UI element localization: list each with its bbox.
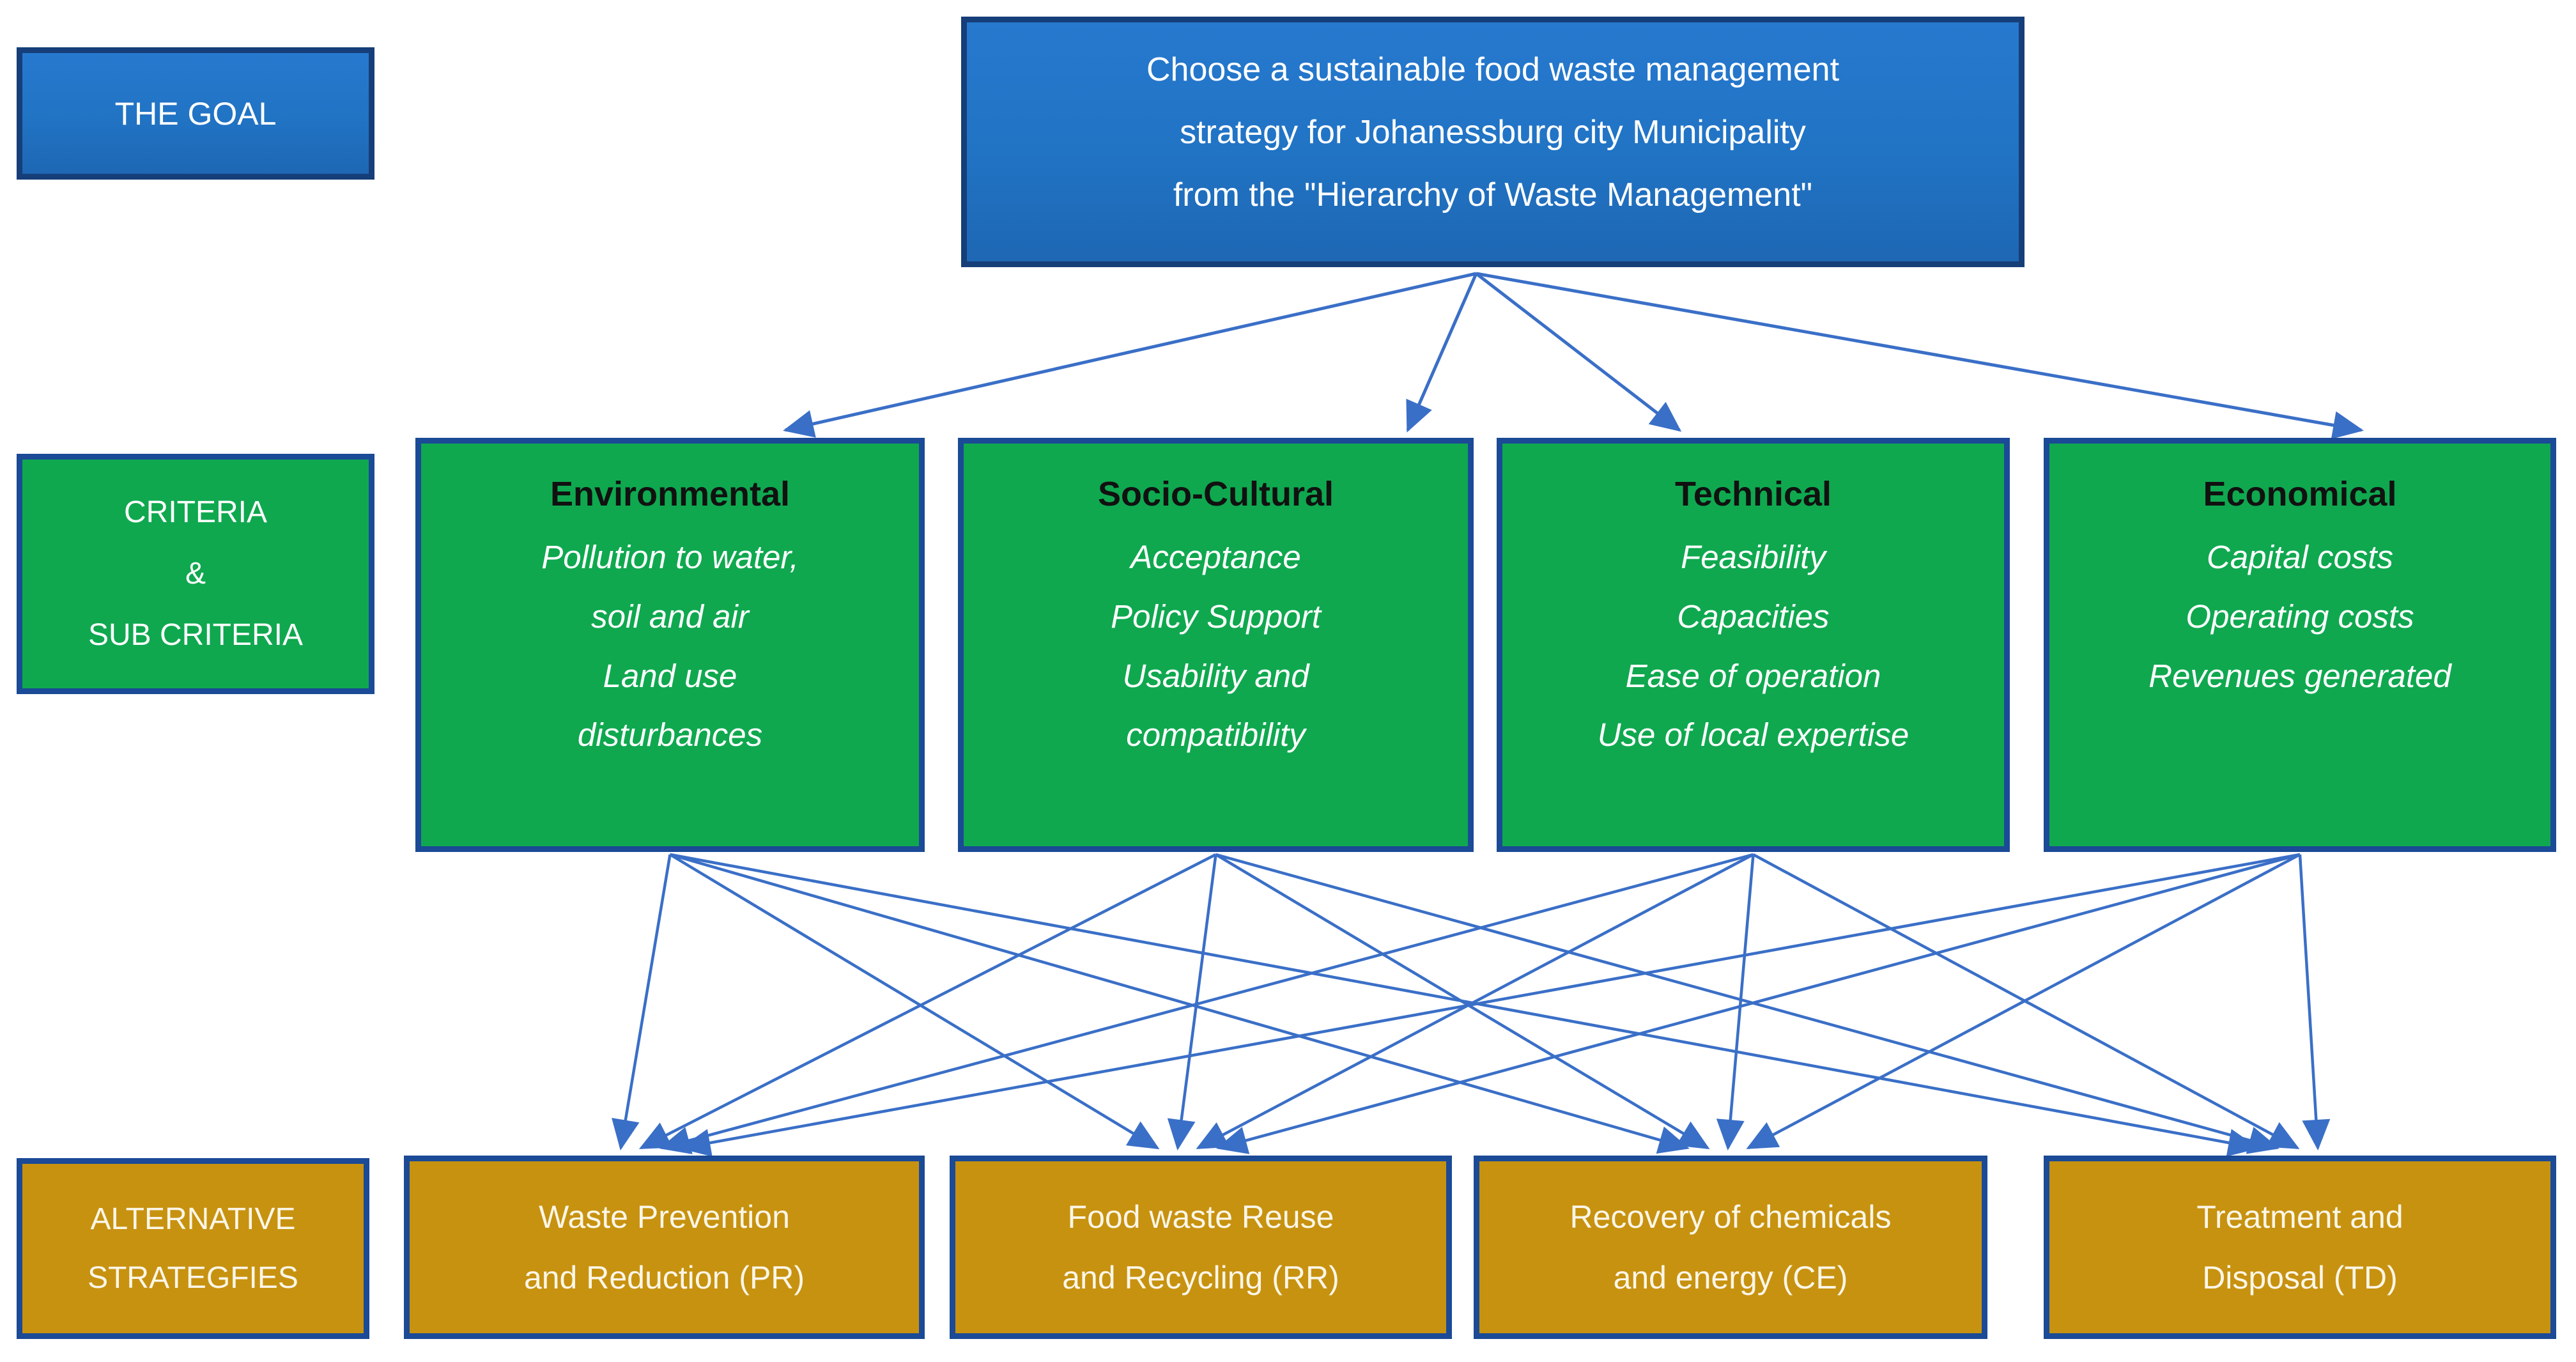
sub-criteria-environmental: Pollution to water, soil and air Land us… xyxy=(541,539,799,754)
alternative-box-reuse-recycling: Food waste Reuse and Recycling (RR) xyxy=(950,1156,1452,1339)
edge-goal-tech xyxy=(1475,272,1682,432)
edge-socio-ce xyxy=(1215,853,1710,1150)
alternative-box-treatment-disposal: Treatment and Disposal (TD) xyxy=(2044,1156,2556,1339)
sub-criteria-socio-cultural: Acceptance Policy Support Usability and … xyxy=(1111,539,1321,754)
alternatives-level-label-text: ALTERNATIVE STRATEGFIES xyxy=(88,1202,298,1295)
edge-env-ce xyxy=(669,853,1690,1154)
edge-econ-pr xyxy=(679,853,2301,1157)
edge-goal-env xyxy=(783,272,1477,438)
edge-tech-ce xyxy=(1716,854,1755,1150)
goal-level-label: THE GOAL xyxy=(17,47,374,180)
edge-socio-td xyxy=(1215,853,2279,1154)
criteria-title-socio-cultural: Socio-Cultural xyxy=(1097,475,1334,513)
criteria-title-economical: Economical xyxy=(2203,475,2397,513)
edge-env-pr xyxy=(612,854,672,1150)
criteria-title-technical: Technical xyxy=(1674,475,1832,513)
goal-level-label-text: THE GOAL xyxy=(114,95,277,132)
edge-tech-rr xyxy=(1196,853,1754,1149)
criteria-box-technical: Technical Feasibility Capacities Ease of… xyxy=(1497,438,2010,852)
alternative-text-pr: Waste Prevention and Reduction (PR) xyxy=(523,1198,805,1296)
alternative-box-waste-prevention-reduction: Waste Prevention and Reduction (PR) xyxy=(404,1156,925,1339)
alternative-text-ce: Recovery of chemicals and energy (CE) xyxy=(1570,1198,1892,1296)
edge-econ-rr xyxy=(1216,853,2301,1154)
alternative-box-recovery-chemicals-energy: Recovery of chemicals and energy (CE) xyxy=(1474,1156,1987,1339)
goal-text: Choose a sustainable food waste manageme… xyxy=(1146,51,1840,213)
edge-tech-pr xyxy=(659,853,1754,1154)
edge-goal-socio xyxy=(1406,272,1478,433)
criteria-box-environmental: Environmental Pollution to water, soil a… xyxy=(415,438,925,852)
edge-group xyxy=(612,272,2364,1157)
criteria-title-environmental: Environmental xyxy=(550,475,791,513)
criteria-level-label: CRITERIA & SUB CRITERIA xyxy=(17,454,374,694)
criteria-box-socio-cultural: Socio-Cultural Acceptance Policy Support… xyxy=(958,438,1474,852)
edge-econ-td xyxy=(2298,854,2331,1150)
goal-box: Choose a sustainable food waste manageme… xyxy=(961,17,2025,267)
edge-econ-ce xyxy=(1746,853,2301,1149)
edge-socio-pr xyxy=(638,853,1217,1150)
alternative-text-rr: Food waste Reuse and Recycling (RR) xyxy=(1062,1198,1339,1296)
criteria-level-label-text: CRITERIA & SUB CRITERIA xyxy=(88,495,304,652)
edge-goal-econ xyxy=(1476,272,2364,439)
sub-criteria-economical: Capital costs Operating costs Revenues g… xyxy=(2148,539,2451,694)
alternative-text-td: Treatment and Disposal (TD) xyxy=(2196,1198,2403,1296)
alternatives-level-label: ALTERNATIVE STRATEGFIES xyxy=(17,1158,369,1339)
criteria-box-economical: Economical Capital costs Operating costs… xyxy=(2044,438,2556,852)
sub-criteria-technical: Feasibility Capacities Ease of operation… xyxy=(1597,539,1909,754)
edge-socio-rr xyxy=(1167,854,1217,1150)
edge-env-rr xyxy=(669,853,1160,1150)
